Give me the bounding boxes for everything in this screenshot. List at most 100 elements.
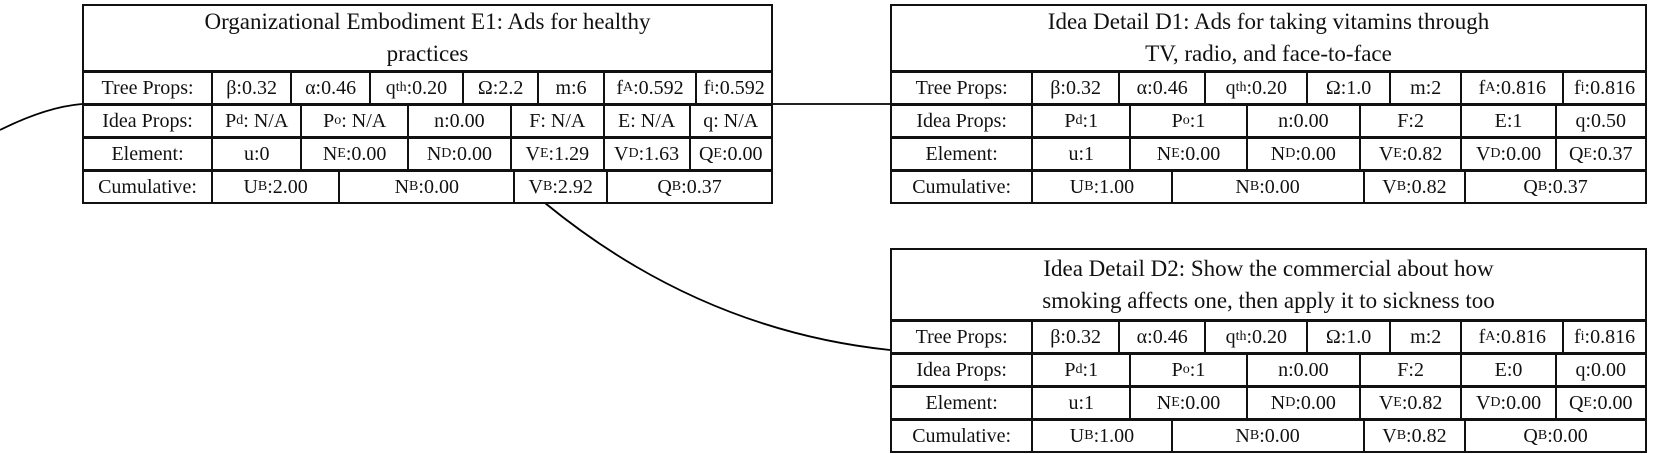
symbol-text: u (1068, 391, 1079, 414)
node-e1: Organizational Embodiment E1: Ads for he… (82, 4, 773, 204)
symbol-text: V (1382, 424, 1397, 447)
symbol-text: n (1278, 358, 1289, 381)
symbol-text: f (1573, 76, 1581, 99)
symbol-text: F (1397, 109, 1409, 132)
cell-e: E:1 (1460, 106, 1554, 136)
value-text: : N/A (713, 109, 759, 132)
symbol-text: q (1575, 358, 1586, 381)
value-text: :0.00 (1288, 358, 1329, 381)
symbol-text: P (225, 109, 237, 132)
value-text: :1.00 (1093, 424, 1135, 447)
value-text: :0.32 (236, 76, 277, 99)
value-text: :0.82 (1401, 142, 1443, 165)
cell-n: n:0.00 (406, 106, 510, 136)
symbol-text: Q (1568, 391, 1584, 414)
symbol-text: N (1270, 142, 1286, 165)
value-text: :1 (1082, 358, 1099, 381)
cell-m: m:2 (1388, 322, 1461, 352)
symbol-text: β (226, 76, 237, 99)
value-text: :1.0 (1340, 76, 1372, 99)
symbol-text: f (616, 76, 623, 99)
value-text: : N/A (540, 109, 586, 132)
value-text: :6 (571, 76, 587, 99)
symbol-text: P (323, 109, 335, 132)
symbol-text: Q (1523, 424, 1538, 447)
value-text: :0.82 (1406, 175, 1447, 198)
symbol-text: α (1136, 76, 1148, 99)
symbol-text: Q (1523, 175, 1538, 198)
symbol-text: f (1478, 325, 1486, 348)
cell-omega: Ω:1.0 (1306, 322, 1389, 352)
symbol-text: N (426, 142, 442, 165)
symbol-text: V (1475, 391, 1491, 414)
symbol-text: V (1378, 391, 1394, 414)
cell-omega: Ω:1.0 (1306, 73, 1389, 103)
value-text: :2.2 (492, 76, 524, 99)
value-text: :1.0 (1340, 325, 1372, 348)
symbol-text: F (1397, 358, 1409, 381)
value-text: :0.592 (714, 76, 765, 99)
symbol-text: V (1475, 142, 1491, 165)
symbol-text: N (1235, 175, 1250, 198)
symbol-text: α (1136, 325, 1148, 348)
value-text: :0.00 (451, 142, 492, 165)
symbol-text: E (617, 109, 631, 132)
symbol-text: Q (698, 142, 714, 165)
value-text: :0.00 (1259, 424, 1300, 447)
symbol-text: β (1050, 325, 1061, 348)
value-text: :0.37 (681, 175, 722, 198)
value-text: :0.46 (1147, 325, 1188, 348)
value-text: :0.82 (1401, 391, 1443, 414)
symbol-text: N (1156, 391, 1172, 414)
value-text: :2.92 (552, 175, 593, 198)
value-text: :0.00 (1179, 142, 1221, 165)
symbol-text: V (1378, 142, 1394, 165)
symbol-text: N (1156, 142, 1172, 165)
value-text: :2 (1408, 358, 1424, 381)
value-text: :0.816 (1495, 325, 1546, 348)
symbol-text: Q (1568, 142, 1584, 165)
value-text: :0.32 (1060, 325, 1101, 348)
row-label-tree-props: Tree Props: (915, 325, 1008, 348)
cell-u: u:0 (211, 139, 300, 169)
row-label-tree-props: Tree Props: (101, 76, 194, 99)
value-text: :2 (1408, 109, 1424, 132)
symbol-text: V (614, 142, 629, 165)
value-text: :0.46 (1147, 76, 1188, 99)
cell-e: E: N/A (602, 106, 689, 136)
value-text: :0.00 (1585, 358, 1627, 381)
value-text: :0.816 (1495, 76, 1546, 99)
value-text: :0.00 (1295, 142, 1336, 165)
cell-omega: Ω:2.2 (461, 73, 538, 103)
symbol-text: N (1270, 391, 1286, 414)
value-text: :0.50 (1585, 109, 1627, 132)
value-text: :1.63 (638, 142, 680, 165)
value-text: :0.00 (1591, 391, 1633, 414)
value-text: :2.00 (267, 175, 308, 198)
symbol-text: n (1278, 109, 1289, 132)
value-text: :0.00 (345, 142, 387, 165)
symbol-text: f (703, 76, 711, 99)
value-text: :0.37 (1591, 142, 1633, 165)
symbol-text: P (1171, 358, 1183, 381)
value-text: :1 (1189, 358, 1206, 381)
